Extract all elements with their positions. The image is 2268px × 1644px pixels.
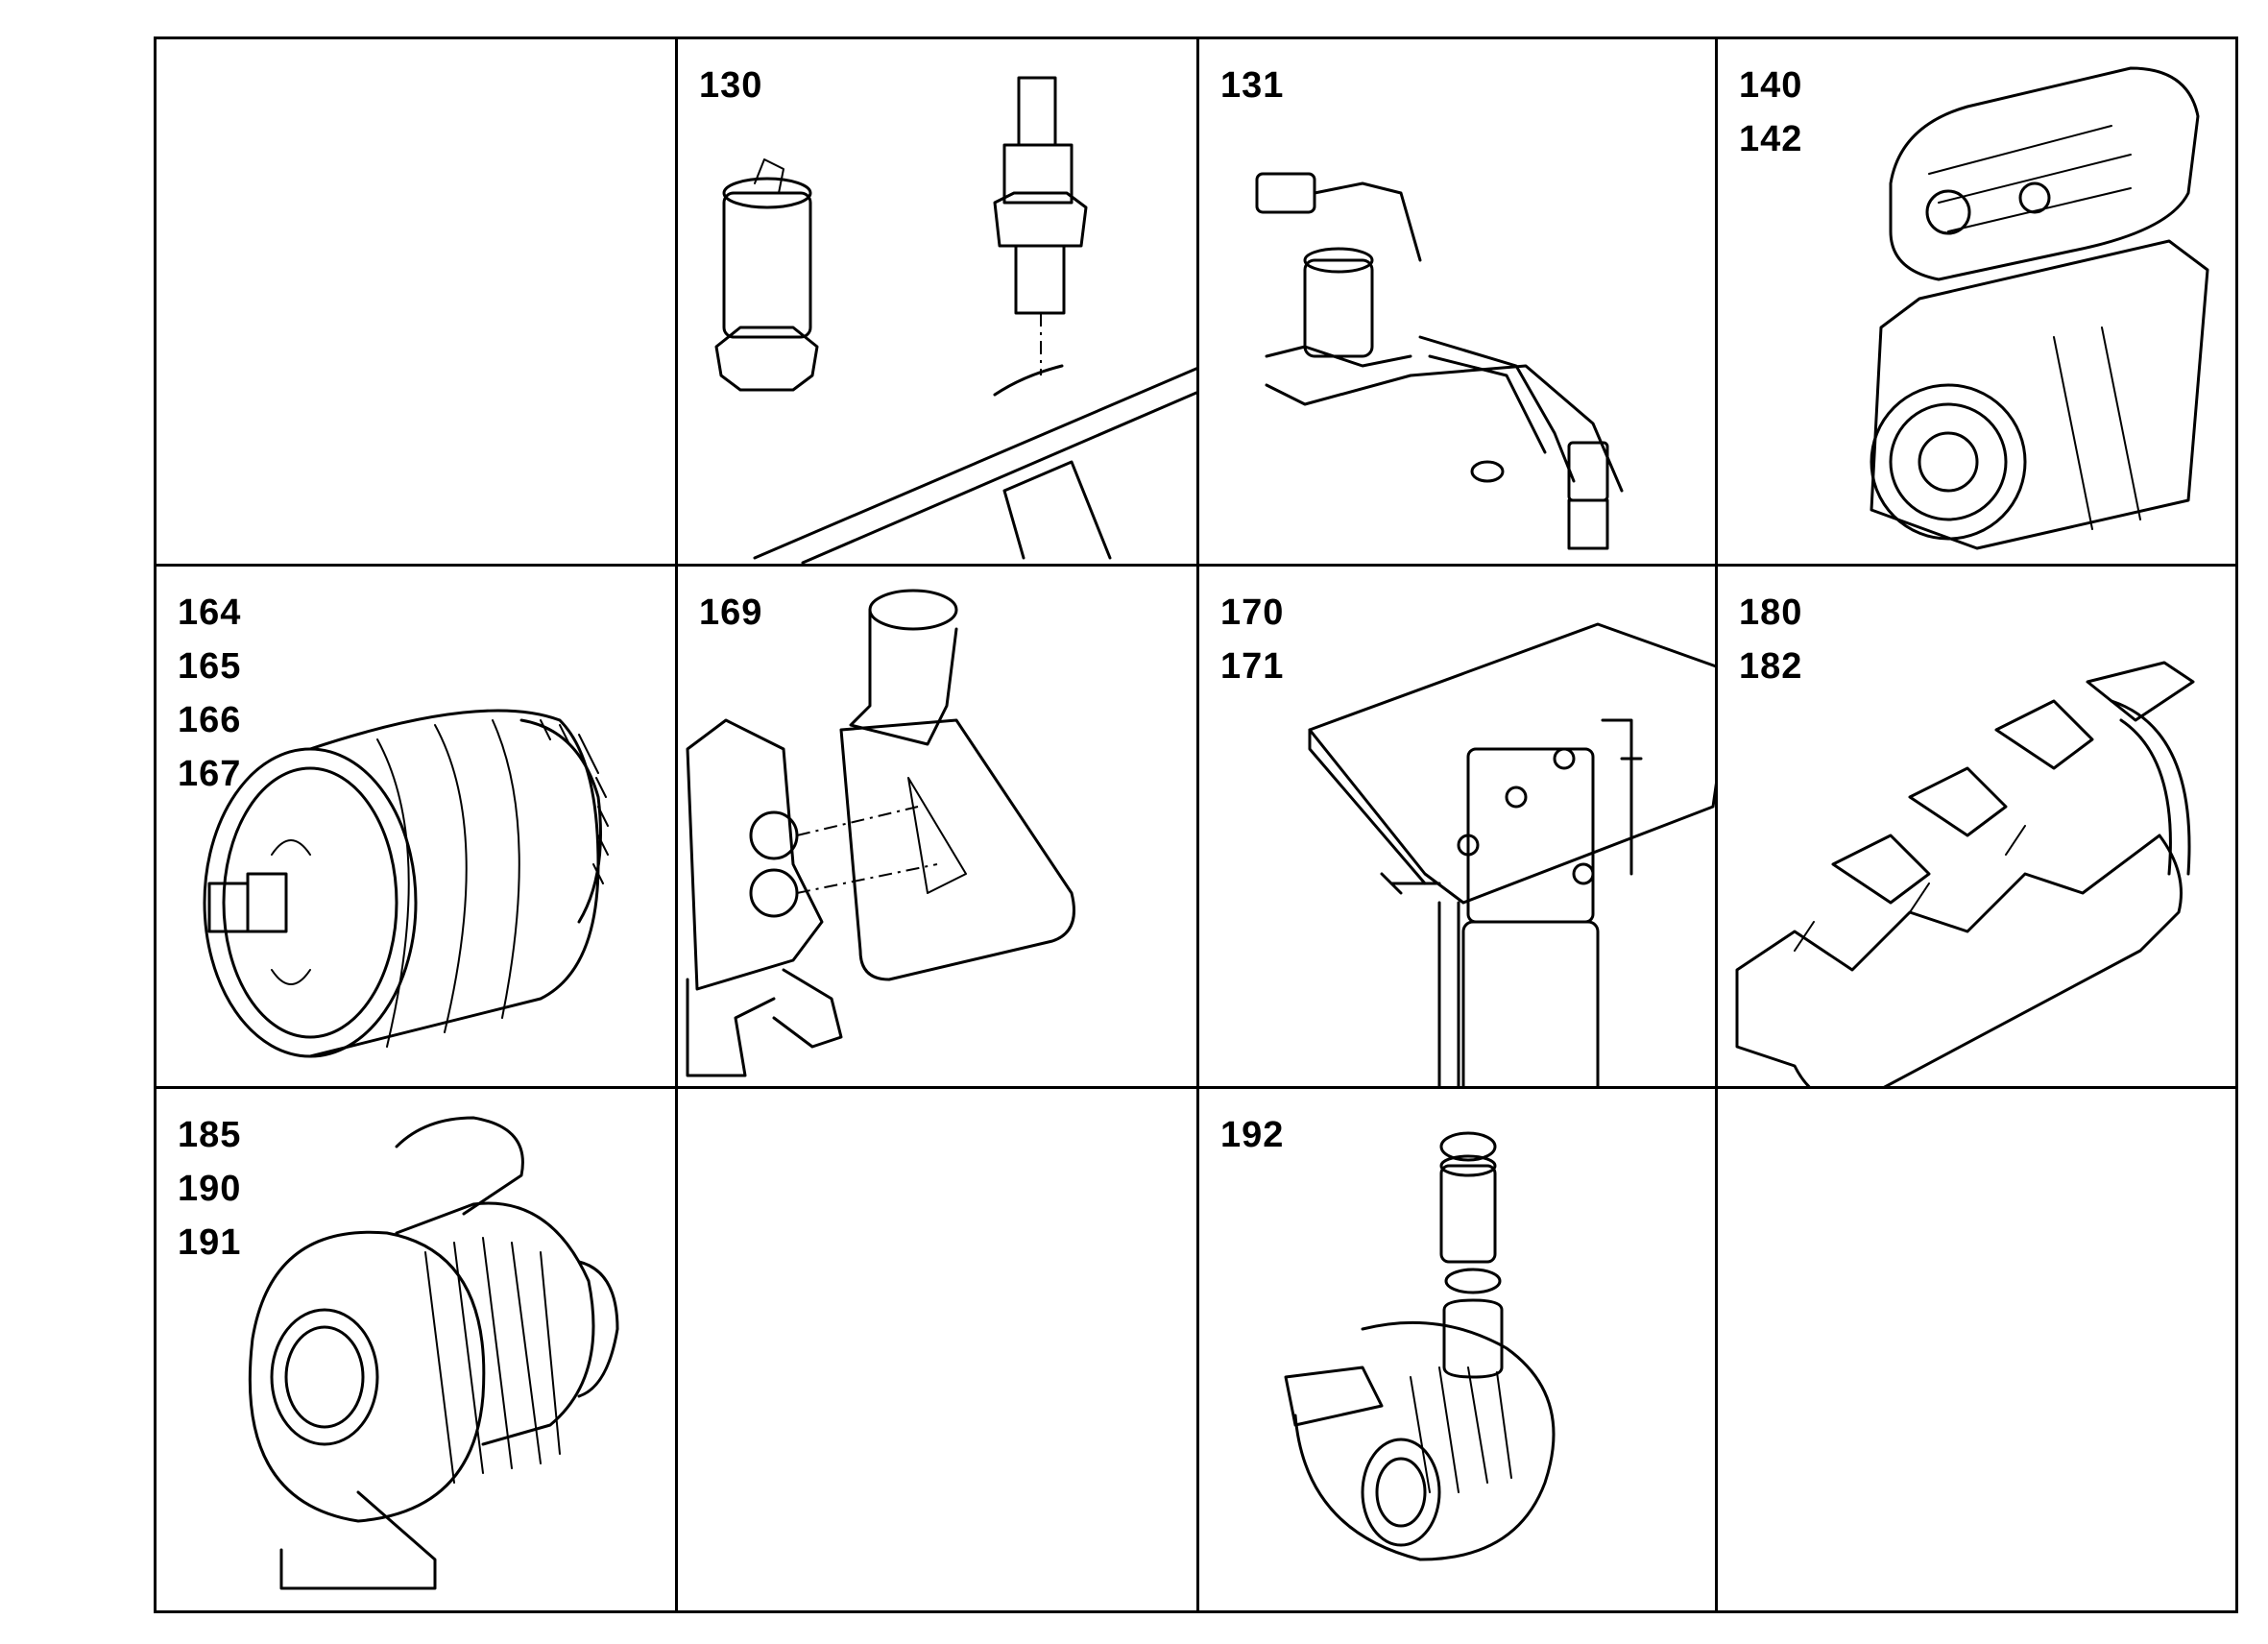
part-code: 171 — [1220, 646, 1285, 687]
cell-empty — [157, 39, 675, 564]
grid-divider — [1196, 39, 1199, 1610]
part-code: 170 — [1220, 592, 1285, 633]
cell-empty — [1718, 1089, 2235, 1610]
exhaust-manifold-drawing — [1718, 567, 2235, 1106]
turbocharger-drawing — [157, 1089, 675, 1610]
part-code: 192 — [1220, 1115, 1285, 1155]
part-codes: 131 — [1220, 59, 1284, 112]
part-codes: 180 182 — [1739, 586, 1802, 693]
injector-pipes-drawing — [1199, 39, 1715, 564]
air-compressor-drawing — [1718, 39, 2235, 564]
part-code: 169 — [699, 592, 763, 633]
part-codes: 130 — [699, 59, 762, 112]
turbo-oil-seal-drawing — [1199, 1089, 1715, 1610]
cell-thermostat-housing[interactable]: 169 — [678, 567, 1196, 1086]
part-code: 191 — [178, 1222, 242, 1263]
part-code: 165 — [178, 646, 242, 687]
part-codes: 164 165 166 167 — [178, 586, 241, 801]
fuel-filter-drawing — [1199, 567, 1734, 1125]
part-code: 190 — [178, 1169, 242, 1209]
cell-turbocharger[interactable]: 185 190 191 — [157, 1089, 675, 1610]
part-codes: 169 — [699, 586, 762, 640]
part-codes: 170 171 — [1220, 586, 1284, 693]
part-code: 180 — [1739, 592, 1803, 633]
cell-water-pump-pulley[interactable]: 164 165 166 167 — [157, 567, 675, 1086]
cell-air-compressor[interactable]: 140 142 — [1718, 39, 2235, 564]
thermostat-housing-drawing — [678, 567, 1196, 1086]
grid-divider — [157, 1086, 2235, 1089]
cell-injector-nozzle[interactable]: 130 — [678, 39, 1227, 565]
grid-divider — [675, 39, 678, 1610]
cell-exhaust-manifold[interactable]: 180 182 — [1718, 567, 2235, 1106]
injector-nozzle-drawing — [678, 39, 1227, 565]
cell-injector-pipes[interactable]: 131 — [1199, 39, 1715, 564]
part-codes: 192 — [1220, 1108, 1284, 1162]
part-code: 182 — [1739, 646, 1803, 687]
part-code: 142 — [1739, 119, 1803, 159]
part-codes: 185 190 191 — [178, 1108, 241, 1269]
part-code: 164 — [178, 592, 242, 633]
part-code: 166 — [178, 700, 242, 740]
grid-divider — [1715, 39, 1718, 1610]
cell-fuel-filter[interactable]: 170 171 — [1199, 567, 1734, 1125]
part-code: 185 — [178, 1115, 242, 1155]
part-code: 130 — [699, 65, 763, 106]
cell-turbo-oil-seal[interactable]: 192 — [1199, 1089, 1715, 1610]
part-codes: 140 142 — [1739, 59, 1802, 166]
part-code: 167 — [178, 754, 242, 794]
part-code: 140 — [1739, 65, 1803, 106]
water-pump-pulley-drawing — [157, 567, 675, 1086]
part-code: 131 — [1220, 65, 1285, 106]
grid-divider — [157, 564, 2235, 567]
cell-empty — [678, 1089, 1196, 1610]
parts-grid: 130 131 — [154, 36, 2238, 1613]
